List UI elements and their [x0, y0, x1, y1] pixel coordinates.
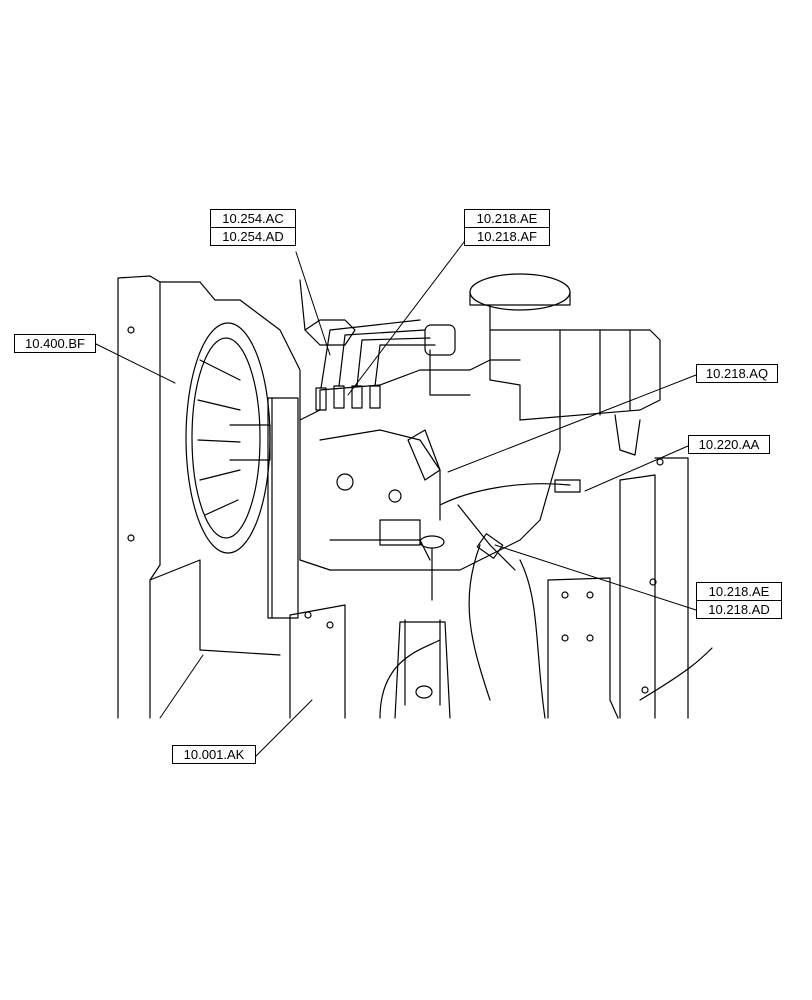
air-cleaner	[469, 273, 661, 456]
engine-block	[299, 319, 561, 571]
callout-10-218-ae-lower-label[interactable]: 10.218.AE	[708, 584, 770, 599]
radiator-frame	[117, 275, 301, 719]
callout-10-220-aa-label[interactable]: 10.220.AA	[698, 437, 760, 452]
callout-10-254-stack[interactable]: 10.254.AC 10.254.AD	[210, 209, 296, 246]
callout-10-218-ae-af-stack[interactable]: 10.218.AE 10.218.AF	[464, 209, 550, 246]
callout-10-218-ae-ad-stack[interactable]: 10.218.AE 10.218.AD	[696, 582, 782, 619]
cooling-fan	[185, 322, 299, 619]
callout-10-254-ad-label[interactable]: 10.254.AD	[211, 227, 295, 245]
callout-10-400-bf[interactable]: 10.400.BF	[14, 334, 96, 353]
callout-10-001-ak[interactable]: 10.001.AK	[172, 745, 256, 764]
wiring-and-hoses	[379, 479, 713, 719]
right-frame	[619, 457, 689, 719]
cylinder-head-pipes	[299, 279, 471, 396]
callout-10-218-aq[interactable]: 10.218.AQ	[696, 364, 778, 383]
callout-10-001-ak-label[interactable]: 10.001.AK	[183, 747, 245, 762]
callout-10-254-ac-label[interactable]: 10.254.AC	[222, 211, 284, 226]
callout-10-218-af-label[interactable]: 10.218.AF	[465, 227, 549, 245]
callout-10-220-aa[interactable]: 10.220.AA	[688, 435, 770, 454]
callout-10-218-ae-label[interactable]: 10.218.AE	[476, 211, 538, 226]
lower-bracket-right	[547, 577, 619, 719]
callout-10-400-bf-label[interactable]: 10.400.BF	[25, 336, 85, 351]
lever-assembly	[394, 535, 451, 719]
callout-10-218-ad-label[interactable]: 10.218.AD	[697, 600, 781, 618]
leader-lines	[95, 241, 697, 757]
callout-10-218-aq-label[interactable]: 10.218.AQ	[705, 366, 769, 381]
lower-bracket-left	[289, 604, 346, 719]
